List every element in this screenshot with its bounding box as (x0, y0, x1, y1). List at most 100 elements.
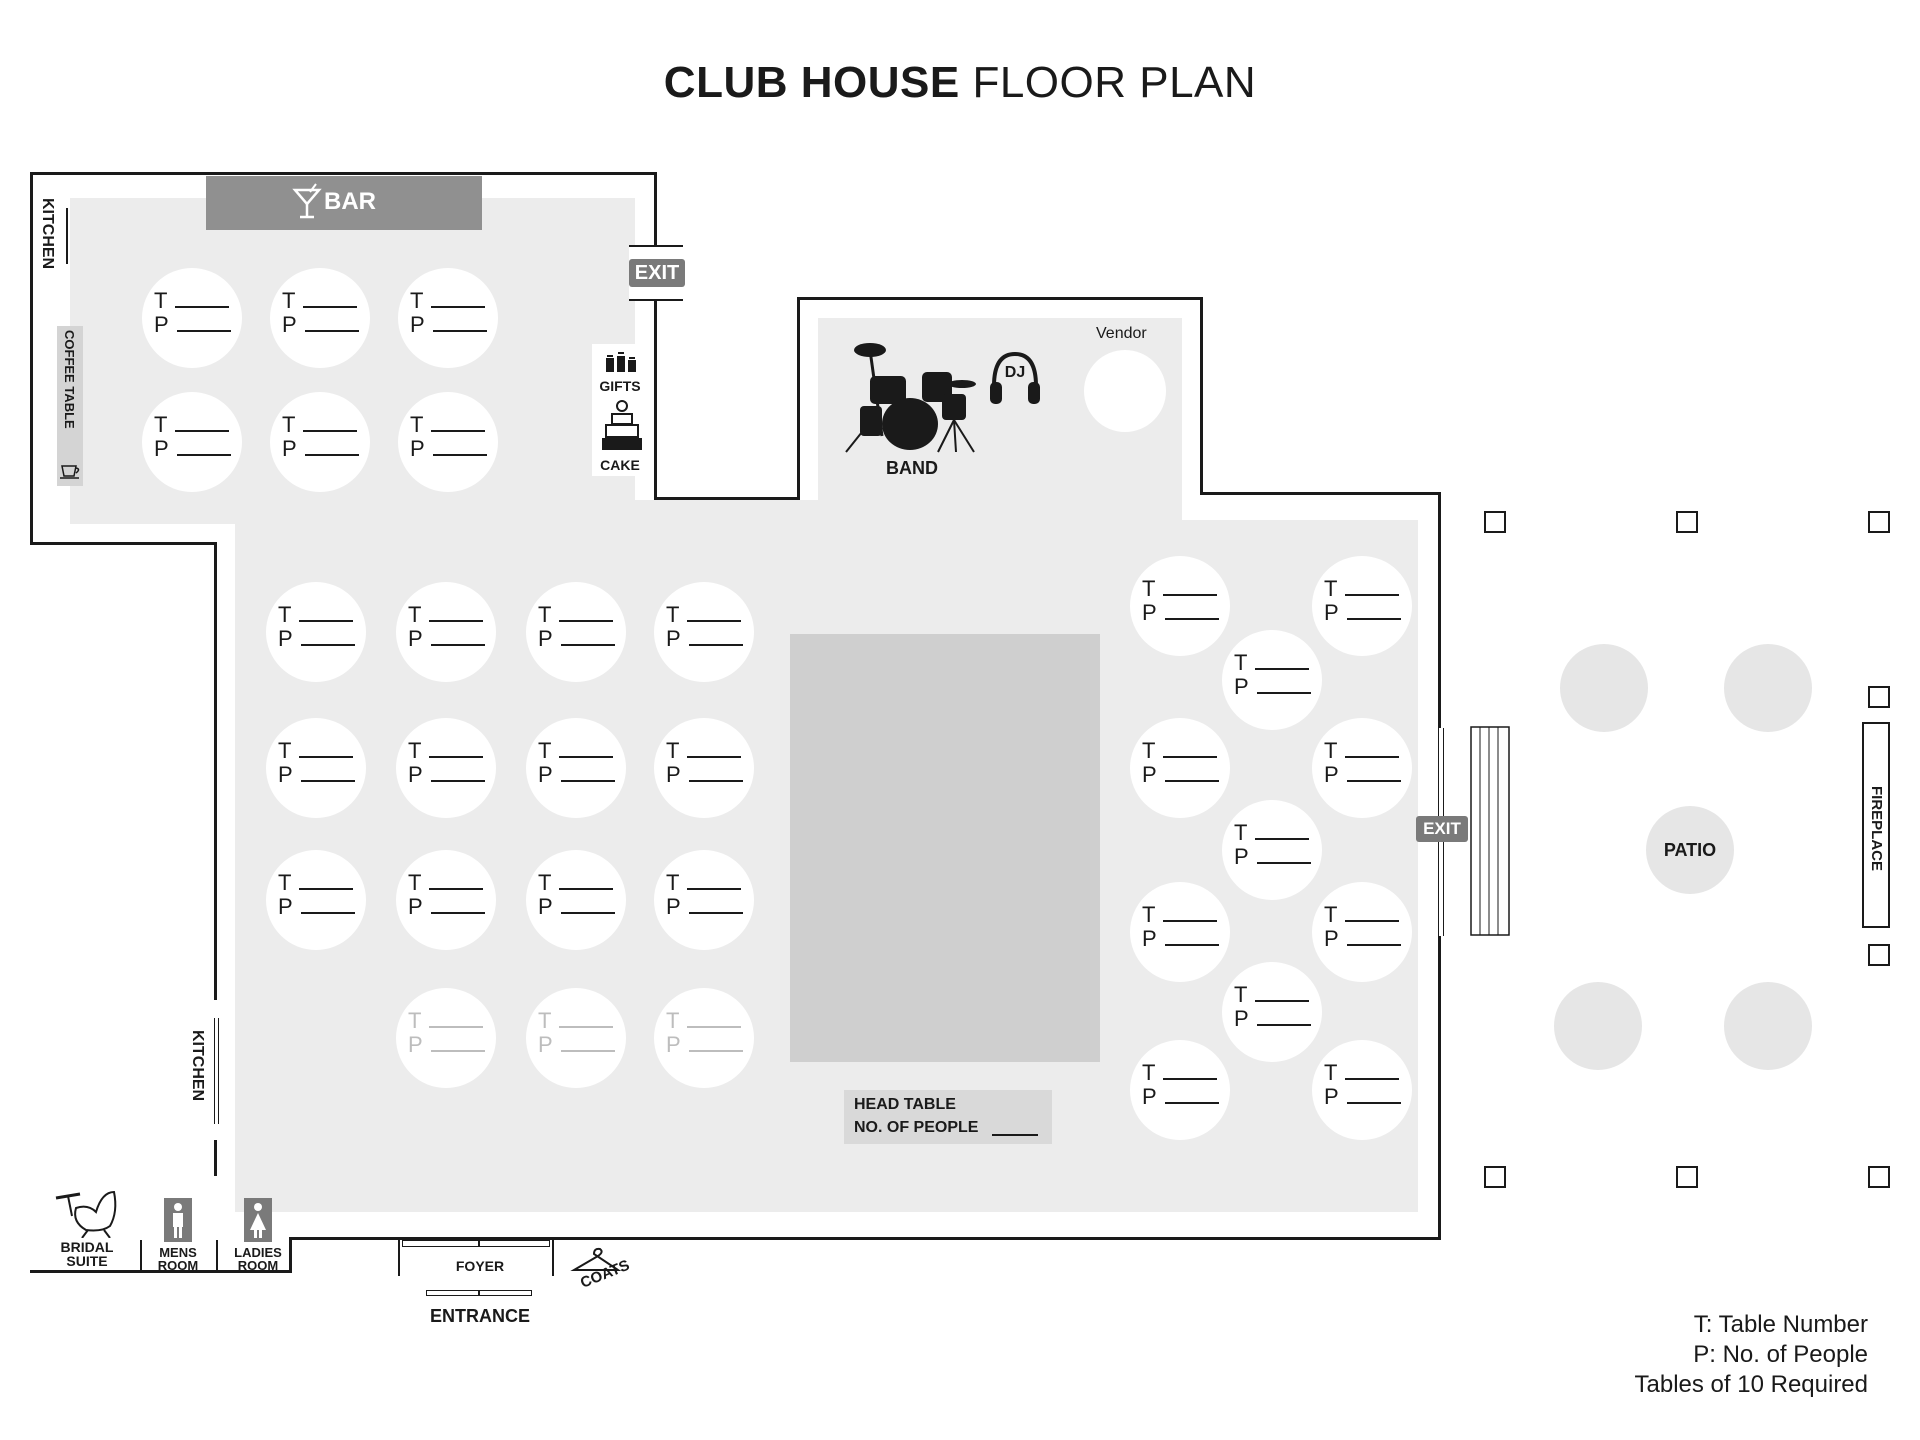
table-number-field: T (666, 872, 742, 894)
table-number-field: T (1324, 904, 1400, 926)
table-number-label: T (154, 412, 168, 437)
blank-line (1164, 618, 1219, 620)
wall-foyer-right (552, 1240, 554, 1276)
blank-line (559, 756, 614, 758)
patio-table (1724, 982, 1812, 1070)
table-number-label: T (278, 602, 292, 627)
table-number-field: T (538, 872, 614, 894)
fireplace: FIREPLACE (1862, 722, 1890, 928)
blank-line (687, 756, 742, 758)
cake-icon (602, 400, 642, 450)
fireplace-label: FIREPLACE (1868, 786, 1885, 872)
table-number-label: T (1324, 1060, 1338, 1085)
people-count-field: P (1324, 1086, 1401, 1108)
people-count-label: P (1142, 1084, 1157, 1109)
people-count-field: P (666, 1034, 743, 1056)
people-count-field: P (278, 896, 355, 918)
table-number-label: T (1234, 820, 1248, 845)
wall-restrooms-bottom (30, 1270, 292, 1273)
wall-band-top (797, 297, 1203, 300)
table-number-field: T (278, 602, 354, 627)
mens-room-label-2: ROOM (157, 1258, 199, 1273)
people-count-label: P (410, 312, 425, 337)
blank-line (1256, 692, 1311, 694)
drum-kit-icon (845, 343, 976, 453)
table-number-label: T (282, 288, 296, 313)
kitchen-label-top: KITCHEN (39, 198, 56, 270)
people-count-field: P (410, 438, 487, 460)
people-count-field: P (278, 764, 355, 786)
people-count-field: P (1142, 1086, 1219, 1108)
wall-left-lower (214, 542, 217, 1000)
legend-table-number: T: Table Number (1693, 1311, 1868, 1338)
table-number-label: T (538, 738, 552, 763)
blank-line (1345, 756, 1400, 758)
blank-line (430, 912, 485, 914)
bar-label: BAR (324, 188, 376, 215)
blank-line (304, 330, 359, 332)
table-number-label: T (154, 288, 168, 313)
head-table-people-label: NO. OF PEOPLE (854, 1119, 979, 1136)
blank-line (560, 780, 615, 782)
table-number-label: T (666, 1008, 680, 1033)
people-count-label: P (408, 762, 423, 787)
blank-line (432, 454, 487, 456)
people-count-label: P (1142, 762, 1157, 787)
mens-room-icon (164, 1198, 192, 1242)
patio-post (1676, 511, 1698, 533)
ladies-room-label-2: ROOM (237, 1258, 279, 1273)
wall-right-top (1200, 492, 1441, 495)
band-label: BAND (886, 458, 938, 478)
blank-line (1163, 1078, 1218, 1080)
table-number-field: T (1324, 1060, 1400, 1085)
blank-line (432, 330, 487, 332)
table-number-field: T (538, 738, 614, 763)
table-number-label: T (278, 870, 292, 895)
table-number-field: T (1234, 984, 1310, 1006)
people-count-label: P (282, 312, 297, 337)
blank-line (303, 306, 358, 308)
foyer-door-divider (478, 1240, 480, 1247)
blank-line (560, 912, 615, 914)
blank-line (304, 454, 359, 456)
blank-line (1256, 862, 1311, 864)
table-number-label: T (1142, 576, 1156, 601)
people-count-field: P (1234, 676, 1311, 698)
people-count-label: P (666, 1032, 681, 1057)
patio-post (1484, 511, 1506, 533)
head-table-label: HEAD TABLE (854, 1096, 956, 1113)
table-number-label: T (666, 602, 680, 627)
blank-line (1164, 780, 1219, 782)
foyer-door-top (402, 1240, 550, 1247)
people-count-field: P (408, 1034, 485, 1056)
table-number-field: T (1234, 820, 1310, 845)
blank-line (431, 306, 486, 308)
cocktail-icon (292, 183, 322, 219)
wall-top-left (30, 172, 657, 175)
blank-line (1345, 1078, 1400, 1080)
people-count-label: P (1324, 600, 1339, 625)
blank-line (687, 620, 742, 622)
patio-post (1868, 686, 1890, 708)
patio-table (1724, 644, 1812, 732)
blank-line (688, 780, 743, 782)
people-count-label: P (1324, 1084, 1339, 1109)
blank-line (299, 620, 354, 622)
ladies-room-label-1: LADIES (234, 1245, 282, 1260)
patio-steps (1470, 726, 1510, 936)
blank-line (1346, 944, 1401, 946)
wall-right-upper (1438, 492, 1441, 730)
blank-line (1164, 944, 1219, 946)
